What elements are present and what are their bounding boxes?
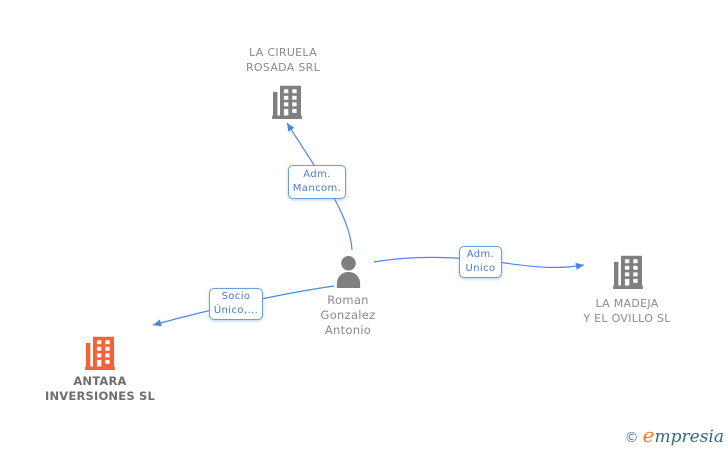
person-name-line: Antonio xyxy=(324,323,372,337)
building-icon-la-ciruela[interactable] xyxy=(272,84,302,119)
edge-label-line: Socio xyxy=(221,291,251,302)
empresia-logo[interactable]: © empresia xyxy=(625,423,724,447)
edge-label-line: Adm. xyxy=(303,169,331,180)
edge-label-line: Unico xyxy=(465,263,496,274)
company-name-line: Y EL OVILLO SL xyxy=(583,312,671,325)
edge-label-adm-mancom[interactable]: Adm. Mancom. xyxy=(288,165,346,199)
copyright-icon: © xyxy=(624,430,639,446)
brand-wordmark: empresia xyxy=(643,423,724,447)
person-name-line: Roman xyxy=(327,293,369,307)
company-name-line: ROSADA SRL xyxy=(245,61,321,74)
node-label-la-madeja-y-el-ovillo-sl[interactable]: LA MADEJA Y EL OVILLO SL xyxy=(537,296,717,326)
node-label-la-ciruela-rosada-srl[interactable]: LA CIRUELA ROSADA SRL xyxy=(193,45,373,75)
brand-rest: mpresia xyxy=(654,427,725,447)
edge-label-line: Mancom. xyxy=(292,183,342,194)
person-name-line: Gonzalez xyxy=(320,308,376,322)
building-icon-antara-highlighted[interactable] xyxy=(85,335,115,370)
company-name-line: LA MADEJA xyxy=(595,297,659,310)
edge-label-line: Único,... xyxy=(213,305,259,316)
edge-label-socio-unico[interactable]: Socio Único,... xyxy=(209,288,263,320)
company-name-line: INVERSIONES SL xyxy=(44,389,156,403)
brand-letter-e: e xyxy=(642,423,655,447)
node-label-antara-inversiones-sl[interactable]: ANTARA INVERSIONES SL xyxy=(10,374,190,404)
company-name-line: LA CIRUELA xyxy=(249,46,317,59)
building-icon-la-madeja[interactable] xyxy=(613,254,643,289)
edge-label-adm-unico[interactable]: Adm. Unico xyxy=(459,246,502,278)
node-label-roman-gonzalez-antonio[interactable]: Roman Gonzalez Antonio xyxy=(268,293,428,338)
edge-label-line: Adm. xyxy=(466,249,495,260)
company-name-line: ANTARA xyxy=(73,374,127,388)
person-icon-roman-gonzalez[interactable] xyxy=(332,255,365,288)
